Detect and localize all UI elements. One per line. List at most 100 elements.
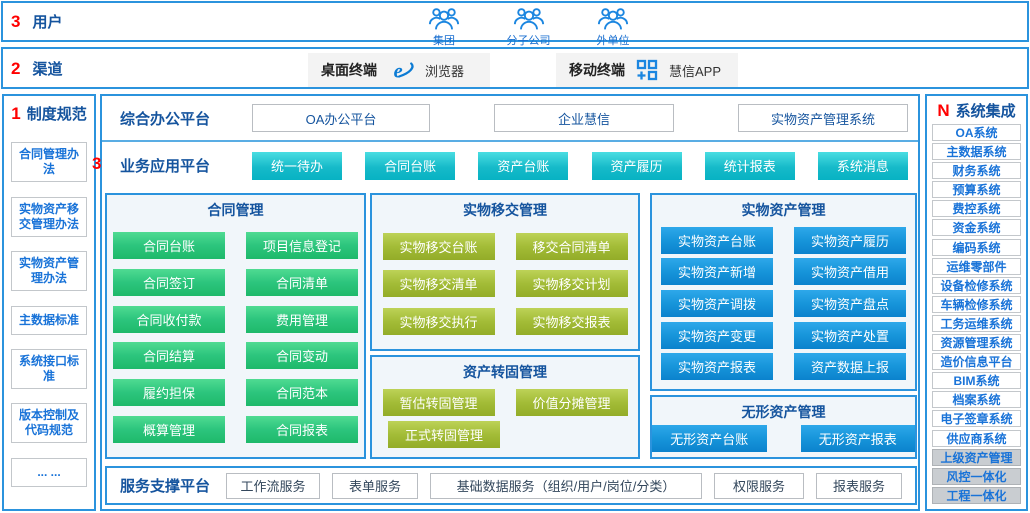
users-group-icon bbox=[512, 6, 546, 31]
regulation-item: 合同管理办法 bbox=[11, 142, 87, 183]
unified-todo-button: 统一待办 bbox=[252, 151, 342, 180]
workflow-service-button: 工作流服务 bbox=[226, 472, 321, 499]
integration-item: 费控系统 bbox=[932, 200, 1021, 218]
integration-title: 系统集成 bbox=[955, 103, 1016, 120]
diagram-node: 实物移交台账 bbox=[382, 232, 495, 260]
diagram-node: 实物移交清单 bbox=[382, 270, 495, 297]
regulations-title: 制度规范 bbox=[26, 106, 87, 123]
mobile-terminal-label: 移动终端 bbox=[569, 62, 625, 78]
contract-ledger-button: 合同台账 bbox=[365, 151, 456, 180]
diagram-node: 暂估转固管理 bbox=[382, 389, 495, 416]
support-platform-row: 服务支撑平台 工作流服务 表单服务 基础数据服务（组织/用户/岗位/分类） 权限… bbox=[105, 466, 917, 505]
physical-asset-buttons: 实物资产台账 实物资产履历 实物资产新增 实物资产借用 实物资产调拨 实物资产盘… bbox=[652, 220, 915, 389]
diagram-node: 无形资产报表 bbox=[800, 425, 915, 452]
physical-asset-system-button: 实物资产管理系统 bbox=[738, 104, 908, 132]
intangible-asset-section: 无形资产管理 无形资产台账 无形资产报表 bbox=[650, 395, 917, 459]
users-row: 3 用户 集团 bbox=[1, 1, 1029, 47]
office-platform-buttons: OA办公平台 企业慧信 实物资产管理系统 bbox=[252, 104, 908, 132]
diagram-node: 实物资产处置 bbox=[794, 321, 906, 349]
diagram-node: 合同结算 bbox=[113, 342, 225, 370]
diagram-node: 合同范本 bbox=[246, 379, 358, 407]
integration-item: 档案系统 bbox=[932, 391, 1021, 409]
base-data-service-button: 基础数据服务（组织/用户/岗位/分类） bbox=[429, 472, 702, 499]
diagram-node: 资产数据上报 bbox=[794, 353, 906, 381]
intangible-asset-buttons: 无形资产台账 无形资产报表 bbox=[652, 422, 915, 457]
capitalization-management-buttons: 暂估转固管理 价值分摊管理 正式转固管理 bbox=[372, 382, 638, 457]
diagram-node: 合同报表 bbox=[246, 416, 358, 444]
huixin-app-label: 慧信APP bbox=[669, 63, 722, 79]
svg-text:e: e bbox=[394, 60, 403, 82]
diagram-node: 实物资产台账 bbox=[661, 226, 773, 254]
main-platform-panel: 综合办公平台 OA办公平台 企业慧信 实物资产管理系统 3 业务应用平台 统一待… bbox=[92, 94, 920, 511]
diagram-node: 合同收付款 bbox=[113, 305, 225, 333]
capitalization-management-section: 资产转固管理 暂估转固管理 价值分摊管理 正式转固管理 bbox=[370, 355, 640, 459]
integration-item-gray: 工程一体化 bbox=[932, 486, 1021, 504]
diagram-node: 实物资产盘点 bbox=[794, 289, 906, 317]
integration-number: N bbox=[937, 101, 950, 120]
diagram-node: 合同台账 bbox=[113, 231, 225, 259]
diagram-node: 正式转固管理 bbox=[388, 421, 500, 448]
desktop-channel: 桌面终端 e 浏览器 bbox=[308, 53, 490, 87]
diagram-node: 合同签订 bbox=[113, 268, 225, 296]
diagram-node: 实物资产新增 bbox=[661, 258, 773, 286]
diagram-node: 概算管理 bbox=[113, 416, 225, 444]
regulations-sidebar: 1 制度规范 合同管理办法 实物资产移交管理办法 实物资产管理办法 主数据标准 … bbox=[2, 94, 96, 511]
user-groups: 集团 分子公司 bbox=[406, 6, 651, 48]
integration-item: OA系统 bbox=[932, 124, 1021, 141]
integration-item-gray: 上级资产管理 bbox=[932, 448, 1021, 466]
diagram-node: 实物移交计划 bbox=[515, 270, 628, 297]
integration-item: 车辆检修系统 bbox=[932, 295, 1021, 313]
intangible-asset-title: 无形资产管理 bbox=[741, 404, 826, 420]
integration-item: 运维零部件 bbox=[932, 257, 1021, 275]
diagram-node: 费用管理 bbox=[246, 305, 358, 333]
diagram-node: 移交合同清单 bbox=[515, 232, 628, 260]
user-group-external: 外单位 bbox=[575, 6, 651, 48]
diagram-node: 合同清单 bbox=[246, 268, 358, 296]
regulations-title-row: 1 制度规范 bbox=[4, 96, 94, 124]
user-group-subsidiaries: 分子公司 bbox=[491, 6, 567, 48]
diagram-node: 项目信息登记 bbox=[246, 231, 358, 259]
integration-sidebar: N 系统集成 OA系统 主数据系统 财务系统 预算系统 费控系统 资金系统 编码… bbox=[925, 94, 1028, 511]
diagram-node: 合同变动 bbox=[246, 342, 358, 370]
users-row-number: 3 bbox=[11, 12, 21, 31]
system-message-button: 系统消息 bbox=[817, 151, 908, 180]
integration-item: 资金系统 bbox=[932, 219, 1021, 237]
integration-item: 主数据系统 bbox=[932, 143, 1021, 161]
form-service-button: 表单服务 bbox=[332, 472, 418, 499]
diagram-node: 无形资产台账 bbox=[652, 425, 767, 452]
physical-asset-section: 实物资产管理 实物资产台账 实物资产履历 实物资产新增 实物资产借用 实物资产调… bbox=[650, 193, 917, 391]
integration-item: 造价信息平台 bbox=[932, 353, 1021, 371]
diagram-node: 履约担保 bbox=[113, 379, 225, 407]
integration-item: 财务系统 bbox=[932, 162, 1021, 180]
integration-item: 供应商系统 bbox=[932, 429, 1021, 447]
business-platform-buttons: 统一待办 合同台账 资产台账 资产履历 统计报表 系统消息 bbox=[252, 151, 908, 180]
regulation-item: 实物资产移交管理办法 bbox=[11, 196, 87, 237]
user-group-label: 外单位 bbox=[596, 35, 630, 47]
regulation-item: 系统接口标准 bbox=[11, 348, 87, 389]
users-group-icon bbox=[596, 6, 630, 31]
handover-management-buttons: 实物移交台账 移交合同清单 实物移交清单 实物移交计划 实物移交执行 实物移交报… bbox=[372, 220, 638, 349]
integration-item-gray: 风控一体化 bbox=[932, 467, 1021, 485]
browser-label: 浏览器 bbox=[425, 63, 465, 79]
user-group-label: 分子公司 bbox=[506, 35, 551, 47]
permission-service-button: 权限服务 bbox=[713, 472, 804, 499]
channels-row-number: 2 bbox=[11, 58, 21, 78]
integration-item: 编码系统 bbox=[932, 238, 1021, 256]
handover-management-section: 实物移交管理 实物移交台账 移交合同清单 实物移交清单 实物移交计划 实物移交执… bbox=[370, 193, 640, 351]
oa-office-platform-button: OA办公平台 bbox=[252, 104, 430, 132]
contract-management-section: 合同管理 合同台账 项目信息登记 合同签订 合同清单 合同收付款 费用管理 合同… bbox=[105, 193, 366, 459]
ie-browser-icon: e bbox=[388, 57, 414, 83]
user-group-label: 集团 bbox=[433, 35, 455, 47]
diagram-node: 实物移交执行 bbox=[382, 307, 495, 335]
diagram-node: 实物资产变更 bbox=[661, 321, 773, 349]
support-platform-label: 服务支撑平台 bbox=[120, 478, 211, 495]
report-service-button: 报表服务 bbox=[815, 472, 902, 499]
regulation-item: 主数据标准 bbox=[11, 305, 87, 335]
regulation-item: ... ... bbox=[11, 457, 87, 487]
users-row-label: 用户 bbox=[32, 14, 63, 31]
channels-row-label: 渠道 bbox=[32, 60, 63, 78]
integration-item: 电子签章系统 bbox=[932, 410, 1021, 428]
contract-management-title: 合同管理 bbox=[207, 202, 264, 218]
regulation-item: 版本控制及代码规范 bbox=[11, 403, 87, 444]
